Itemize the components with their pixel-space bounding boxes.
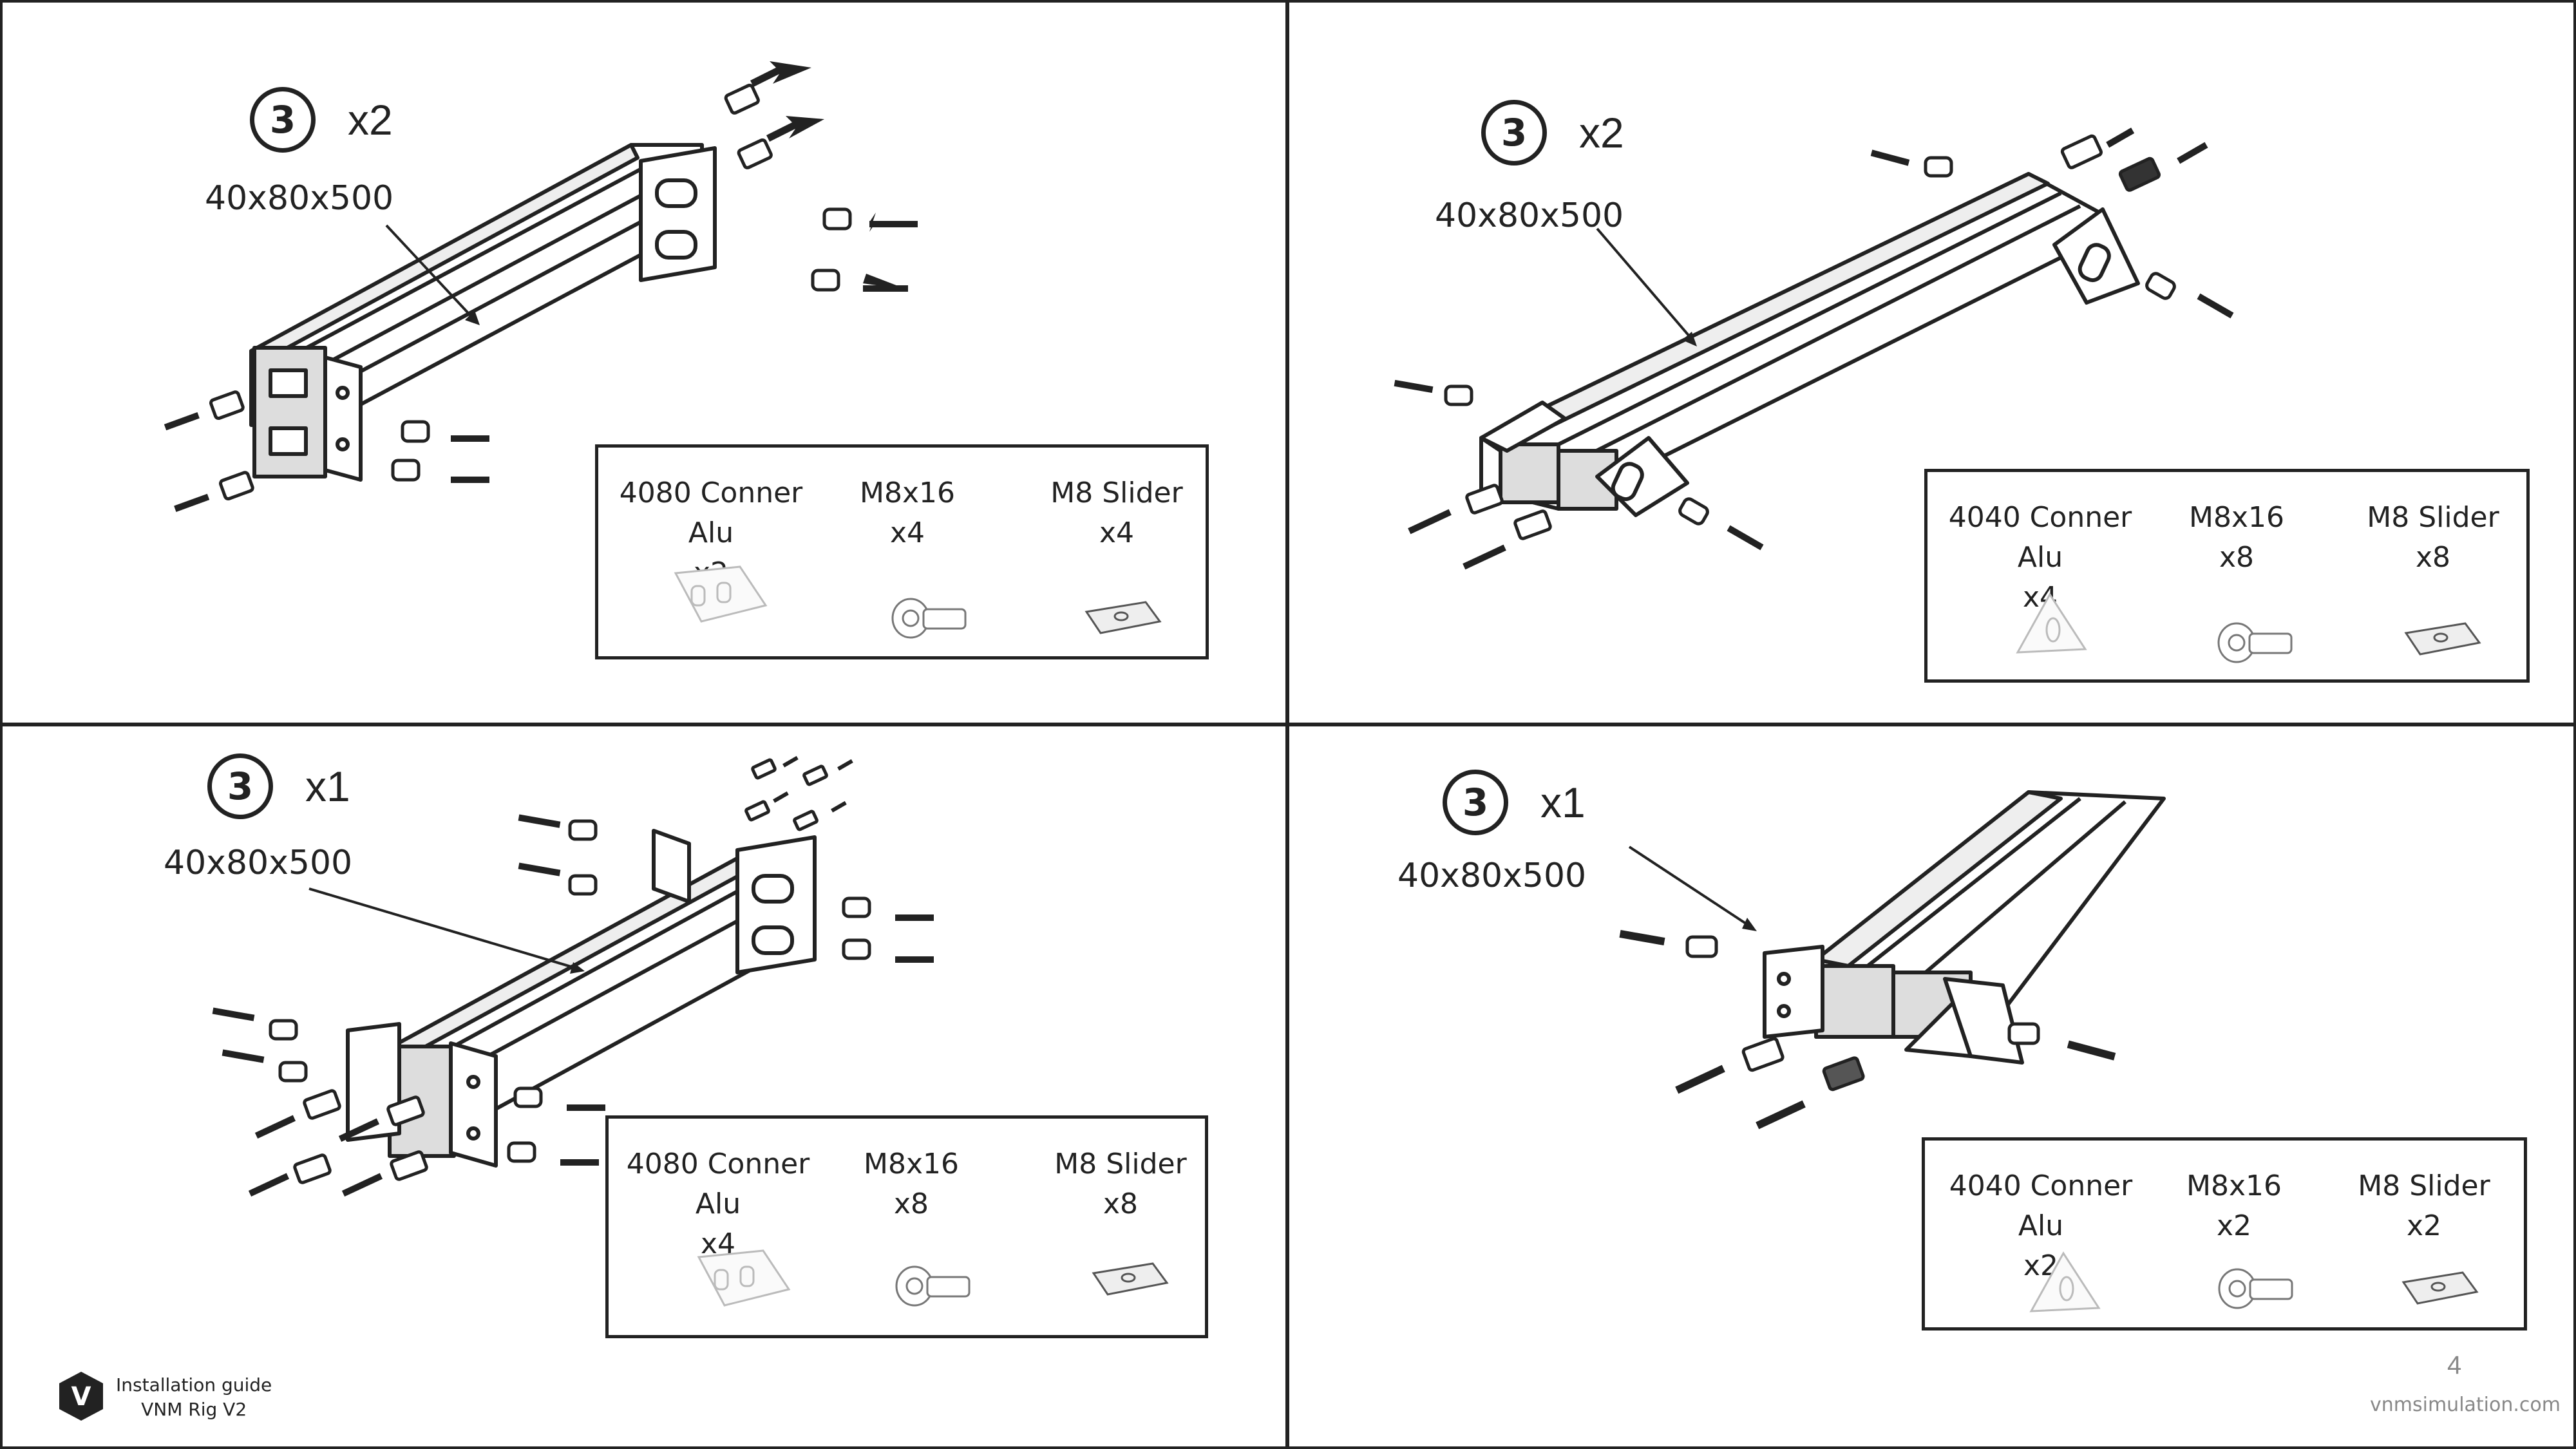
step-number: 3 <box>250 87 316 153</box>
step-multiplier: x1 <box>305 762 350 810</box>
bolt-icon <box>895 1265 971 1307</box>
slider-nut-icon <box>1084 601 1162 634</box>
corner-bracket-4040-icon <box>2016 592 2087 654</box>
guide-title: Installation guide VNM Rig V2 <box>116 1373 272 1422</box>
part-item: 4080 Conner Alu x2 <box>618 473 804 593</box>
part-item: M8x16 x4 <box>849 473 965 553</box>
part-name: M8 Slider <box>2367 501 2499 534</box>
part-quantity: x8 <box>1103 1188 1139 1220</box>
part-quantity: x8 <box>893 1188 929 1220</box>
part-name: 4040 Conner Alu <box>1948 501 2132 574</box>
step-indicator: 3 x1 <box>1443 770 1586 835</box>
profile-dimension-label: 40x80x500 <box>205 179 394 218</box>
parts-list: 4080 Conner Alu x2 M8x16 x4 M8 Slider x4 <box>595 444 1209 659</box>
guide-title-line1: Installation guide <box>116 1374 272 1396</box>
part-quantity: x8 <box>2219 541 2255 574</box>
assembly-illustration <box>164 61 918 512</box>
part-item: M8x16 x2 <box>2176 1166 2292 1246</box>
bolt-icon <box>2217 622 2293 663</box>
parts-list: 4040 Conner Alu x2 M8x16 x2 M8 Slider x2 <box>1922 1137 2527 1331</box>
part-name: M8 Slider <box>1050 477 1183 509</box>
part-item: M8x16 x8 <box>853 1144 969 1224</box>
website-link[interactable]: vnmsimulation.com <box>2370 1394 2561 1416</box>
part-name: M8x16 <box>2186 1170 2282 1202</box>
part-item: M8 Slider x4 <box>1043 473 1191 553</box>
parts-list: 4080 Conner Alu x4 M8x16 x8 M8 Slider x8 <box>605 1115 1208 1338</box>
slider-nut-icon <box>1092 1262 1169 1296</box>
corner-bracket-4080-icon <box>674 565 768 623</box>
logo-letter: V <box>71 1382 91 1412</box>
part-name: M8x16 <box>2189 501 2284 534</box>
panel-divider-horizontal <box>0 723 2576 726</box>
bolt-icon <box>2218 1268 2293 1309</box>
part-name: 4080 Conner Alu <box>626 1148 810 1220</box>
profile-dimension-label: 40x80x500 <box>1435 196 1624 235</box>
part-name: M8 Slider <box>2358 1170 2490 1202</box>
step-indicator: 3 x1 <box>207 753 350 819</box>
part-item: 4080 Conner Alu x4 <box>621 1144 815 1264</box>
step-multiplier: x1 <box>1540 779 1586 826</box>
step-number: 3 <box>1443 770 1508 835</box>
step-multiplier: x2 <box>348 96 393 144</box>
vnm-logo-icon: V <box>59 1372 103 1421</box>
page-number: 4 <box>2447 1351 2462 1379</box>
step-indicator: 3 x2 <box>250 87 393 153</box>
part-item: M8 Slider x8 <box>1046 1144 1195 1224</box>
profile-dimension-label: 40x80x500 <box>1397 857 1587 895</box>
part-quantity: x4 <box>889 516 925 549</box>
part-name: M8 Slider <box>1054 1148 1187 1180</box>
part-quantity: x2 <box>2216 1209 2252 1242</box>
step-multiplier: x2 <box>1579 109 1624 156</box>
corner-bracket-4080-icon <box>697 1249 791 1307</box>
part-quantity: x8 <box>2415 541 2451 574</box>
part-name: M8x16 <box>864 1148 959 1180</box>
guide-title-line2: VNM Rig V2 <box>141 1399 247 1420</box>
part-name: 4040 Conner Alu <box>1949 1170 2133 1242</box>
assembly-illustration <box>1394 128 2234 570</box>
slider-nut-icon <box>2404 622 2481 656</box>
part-name: M8x16 <box>860 477 955 509</box>
bolt-icon <box>891 598 967 639</box>
slider-nut-icon <box>2401 1271 2479 1305</box>
step-number: 3 <box>207 753 273 819</box>
part-item: 4040 Conner Alu x2 <box>1938 1166 2144 1286</box>
part-quantity: x4 <box>1099 516 1135 549</box>
step-number: 3 <box>1481 100 1547 166</box>
step-indicator: 3 x2 <box>1481 100 1624 166</box>
part-item: M8 Slider x2 <box>2350 1166 2498 1246</box>
part-name: 4080 Conner Alu <box>619 477 803 549</box>
profile-dimension-label: 40x80x500 <box>164 844 353 882</box>
part-item: M8 Slider x8 <box>2359 498 2507 578</box>
part-quantity: x2 <box>2406 1209 2442 1242</box>
parts-list: 4040 Conner Alu x4 M8x16 x8 M8 Slider x8 <box>1924 469 2530 683</box>
part-item: M8x16 x8 <box>2179 498 2295 578</box>
part-item: 4040 Conner Alu x4 <box>1937 498 2143 618</box>
assembly-illustration <box>212 755 934 1197</box>
corner-bracket-4040-icon <box>2029 1251 2101 1312</box>
